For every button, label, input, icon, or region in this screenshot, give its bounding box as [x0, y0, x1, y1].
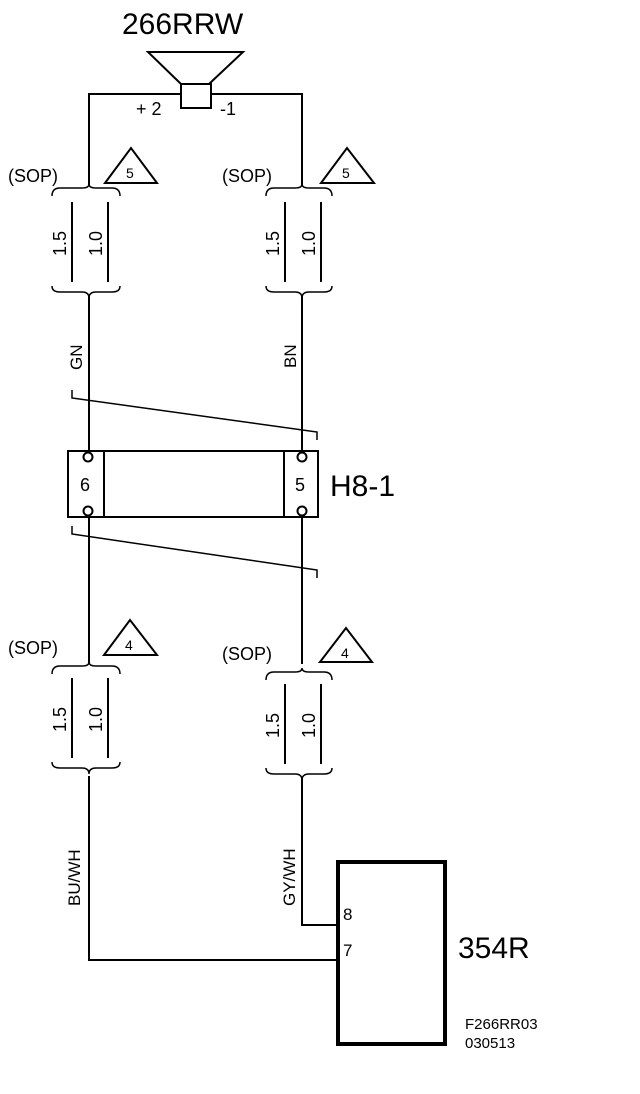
- wire-color: BU/WH: [65, 849, 84, 906]
- sop-group-lower-right: (SOP) 4 1.5 1.0 GY/WH: [222, 626, 375, 906]
- brace-top: [265, 667, 333, 681]
- sop-label: (SOP): [8, 638, 58, 658]
- note-triangle: [319, 146, 377, 184]
- note-number: 4: [125, 637, 133, 653]
- module-id: 354R: [458, 932, 530, 965]
- connector-pin-left: 6: [80, 475, 90, 495]
- figure-code: F266RR03: [465, 1016, 538, 1033]
- wire-size-b: 1.0: [86, 707, 106, 732]
- sop-label: (SOP): [222, 166, 272, 186]
- wire-size-a: 1.5: [263, 231, 283, 256]
- brace-bottom: [51, 761, 121, 775]
- module-pin-top: 8: [343, 905, 352, 924]
- pin-socket: [82, 505, 94, 517]
- wire-color: GN: [67, 345, 86, 371]
- speaker-266rrw: 266RRW + 2 -1: [122, 8, 246, 119]
- note-triangle: [317, 626, 375, 663]
- note-triangle: [102, 618, 160, 656]
- pin-socket: [82, 451, 94, 463]
- wire-size-b: 1.0: [299, 713, 319, 738]
- wire-size-a: 1.5: [50, 231, 70, 256]
- brace-bottom: [265, 767, 333, 781]
- wire-color: BN: [281, 344, 300, 368]
- note-number: 5: [126, 165, 134, 181]
- brace-top: [265, 183, 333, 197]
- sop-group-upper-left: (SOP) 5 1.5 1.0 GN: [8, 146, 159, 371]
- speaker-body: [180, 83, 212, 109]
- speaker-pin-plus: + 2: [136, 99, 162, 119]
- wire-color: GY/WH: [280, 848, 299, 906]
- connector-id: H8-1: [330, 470, 395, 503]
- connector-h8-1: 6 5 H8-1: [67, 390, 395, 578]
- wire-speaker-right: [211, 93, 303, 186]
- brace-bottom: [265, 285, 333, 299]
- module-body: [336, 860, 447, 1046]
- connector-body: [67, 450, 319, 518]
- note-number: 5: [342, 165, 350, 181]
- connector-bracket-top: [71, 390, 318, 440]
- brace-top: [51, 183, 121, 197]
- speaker-cone: [145, 51, 246, 85]
- note-triangle: [103, 146, 159, 184]
- module-354r: 8 7 354R: [336, 860, 530, 1046]
- note-number: 4: [341, 645, 349, 661]
- sop-group-upper-right: (SOP) 5 1.5 1.0 BN: [222, 146, 377, 368]
- sop-label: (SOP): [222, 644, 272, 664]
- wire-gy-wh: [301, 778, 336, 926]
- speaker-pin-minus: -1: [220, 99, 236, 119]
- wire-size-a: 1.5: [50, 707, 70, 732]
- sop-group-lower-left: (SOP) 4 1.5 1.0 BU/WH: [8, 618, 160, 906]
- wire-speaker-left: [88, 93, 181, 186]
- wire-bu-wh: [88, 776, 336, 961]
- pin-socket: [296, 505, 308, 517]
- brace-top: [51, 661, 121, 675]
- speaker-id: 266RRW: [122, 8, 244, 41]
- wire-size-b: 1.0: [86, 231, 106, 256]
- brace-bottom: [51, 285, 121, 299]
- module-pin-bottom: 7: [343, 941, 352, 960]
- figure-date: 030513: [465, 1035, 515, 1052]
- connector-bracket-bottom: [71, 526, 318, 578]
- connector-pin-right: 5: [295, 475, 305, 495]
- sop-label: (SOP): [8, 166, 58, 186]
- wire-size-b: 1.0: [299, 231, 319, 256]
- pin-socket: [296, 451, 308, 463]
- wire-size-a: 1.5: [263, 713, 283, 738]
